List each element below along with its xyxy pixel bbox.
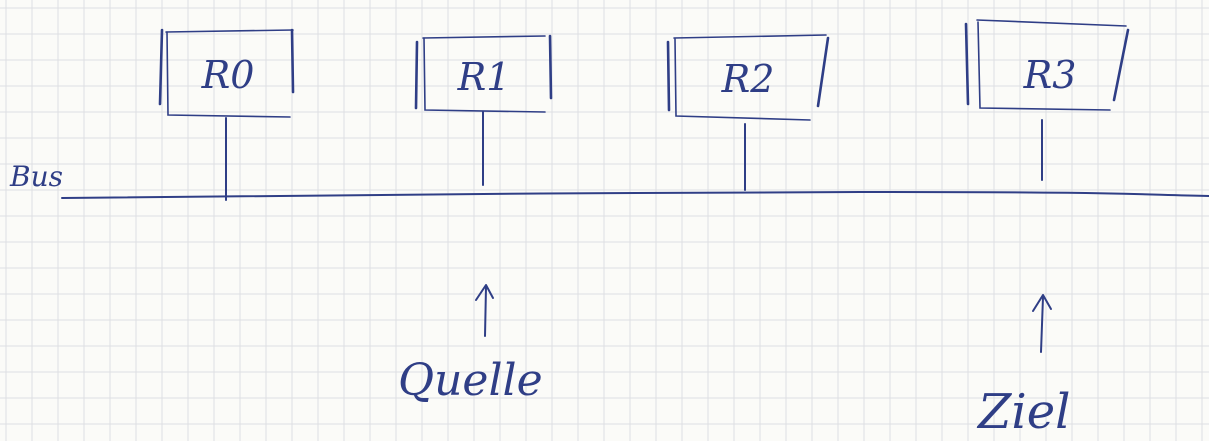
register-r3-label: R3 [1023, 53, 1077, 97]
source-marker: Quelle [398, 284, 543, 406]
register-r0-label: R0 [201, 53, 255, 97]
register-r1: R1 [414, 34, 553, 186]
source-label: Quelle [398, 355, 543, 406]
up-arrow-icon [475, 284, 494, 337]
register-r0: R0 [158, 28, 295, 201]
destination-marker: Ziel [976, 294, 1070, 440]
register-r1-label: R1 [457, 55, 511, 99]
register-r3: R3 [964, 19, 1130, 181]
bus-label: Bus [9, 160, 63, 193]
register-r2: R2 [666, 34, 830, 191]
up-arrow-icon [1032, 294, 1052, 353]
register-r2-label: R2 [721, 57, 775, 101]
destination-label: Ziel [976, 384, 1070, 440]
bus: Bus [9, 160, 1209, 199]
